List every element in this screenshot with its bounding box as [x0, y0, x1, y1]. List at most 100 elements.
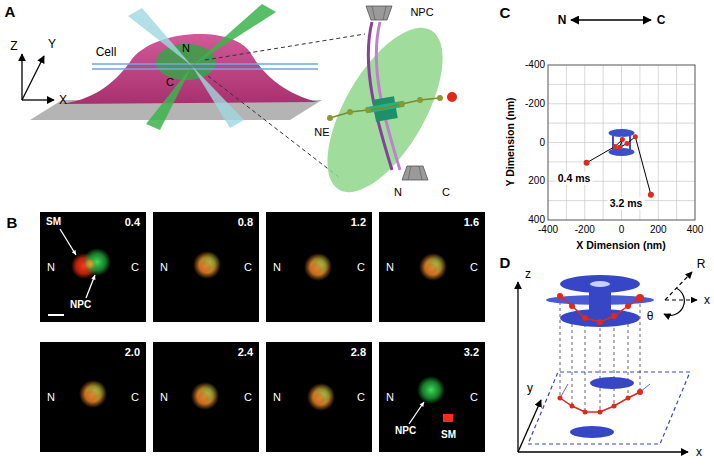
- plot-frame: [548, 65, 695, 220]
- side-label: C: [470, 392, 478, 403]
- polar-axes: [665, 272, 692, 300]
- direction-arrow: [571, 19, 651, 21]
- side-label: C: [131, 392, 139, 403]
- npc-projection: [637, 389, 643, 395]
- fluorescence-spots: [417, 376, 445, 404]
- chain-3d: [625, 303, 631, 309]
- image-tile: 2.8NC: [266, 342, 372, 452]
- part-label: N: [182, 43, 190, 54]
- image-tile: 3.2NCNPCSM: [379, 342, 485, 452]
- fluorescence-spots: [409, 402, 424, 424]
- npc-projection: [570, 426, 614, 438]
- time-label: 3.2: [464, 347, 479, 358]
- trajectory: [633, 134, 638, 139]
- cell-illustration: [208, 76, 340, 178]
- chain-3d: [560, 296, 640, 322]
- pore-label: NPC: [70, 300, 91, 310]
- cell-illustration: [192, 66, 244, 128]
- fluorescence-spots: [419, 253, 447, 281]
- npc-projection: [558, 377, 651, 438]
- side-label: N: [394, 187, 402, 198]
- time-callout: 0.4 ms: [556, 172, 593, 185]
- cell-illustration: [205, 34, 365, 60]
- side-label: N: [558, 14, 567, 26]
- image-tile: 2.4NC: [153, 342, 259, 452]
- axis-3d: [517, 282, 518, 452]
- npc-projection: [583, 410, 588, 415]
- side-label: C: [244, 392, 252, 403]
- npc-projection: [558, 389, 644, 415]
- image-tile: 1.2NC: [266, 212, 372, 322]
- fluorescence-spots: [312, 392, 326, 406]
- side-label: N: [160, 262, 168, 273]
- fluorescence-spots: [40, 342, 146, 452]
- npc-projection: [612, 404, 617, 409]
- npc-projection: [590, 377, 634, 389]
- npc-illustration: [383, 6, 386, 20]
- tick-label: 0: [539, 138, 545, 148]
- fluorescence-spots: [48, 314, 64, 316]
- fluorescence-spots: [379, 342, 485, 452]
- chain-3d: [557, 293, 644, 325]
- axis-label: y: [527, 382, 533, 394]
- panel-letter: B: [7, 215, 18, 230]
- axis-triad: [21, 54, 22, 100]
- fluorescence-spots: [191, 382, 219, 410]
- side-label: N: [273, 392, 281, 403]
- polar-axes: [664, 272, 697, 315]
- npc-illustration: [366, 6, 392, 20]
- axis-label: Y: [48, 38, 56, 50]
- npc-illustration: [447, 92, 457, 102]
- fluorescence-spots: [84, 258, 96, 270]
- plot-grid: [548, 103, 695, 104]
- polar-axes: [665, 299, 697, 300]
- plot-grid: [548, 123, 695, 124]
- fluorescence-spots: [193, 251, 221, 279]
- axis-label: R: [697, 258, 706, 270]
- part-label: C: [166, 77, 174, 88]
- time-label: 2.0: [125, 347, 140, 358]
- fluorescence-spots: [304, 253, 332, 281]
- tick-label: 200: [650, 225, 667, 235]
- projection-lines: [614, 316, 615, 406]
- fluorescence-spots: [307, 383, 335, 411]
- axis-triad: [22, 99, 54, 100]
- side-label: N: [47, 262, 55, 273]
- fluorescence-spots: [91, 275, 95, 280]
- projection-lines: [585, 318, 586, 412]
- fluorescence-spots: [60, 229, 76, 255]
- probe-label: SM: [441, 430, 456, 440]
- npc-3d: [590, 281, 610, 287]
- chain-3d: [582, 315, 588, 321]
- npc-projection: [598, 410, 603, 415]
- time-label: 0.8: [238, 217, 253, 228]
- trajectory: [648, 192, 654, 198]
- side-label: C: [470, 262, 478, 273]
- fluorescence-spots: [266, 212, 372, 322]
- time-label: 0.4: [125, 217, 140, 228]
- fluorescence-spots: [72, 250, 76, 255]
- time-label: 1.6: [464, 217, 479, 228]
- projection-lines: [600, 322, 601, 412]
- part-label: NPC: [410, 7, 433, 18]
- tick-label: -400: [525, 60, 545, 70]
- axis-label: Z: [10, 40, 17, 52]
- side-label: C: [357, 262, 365, 273]
- cell-illustration: [92, 63, 318, 65]
- tick-label: 200: [528, 176, 545, 186]
- fluorescence-spots: [79, 380, 107, 408]
- cell-illustration: [30, 4, 365, 178]
- npc-illustration: [366, 101, 404, 114]
- fluorescence-spots: [443, 414, 453, 422]
- axis-triad: [22, 56, 44, 100]
- chain-3d: [636, 294, 644, 302]
- npc-illustration: [402, 166, 428, 180]
- trajectory: [613, 144, 618, 149]
- npc-outline: [612, 133, 614, 152]
- npc-3d: [546, 275, 654, 327]
- npc-illustration: [399, 101, 405, 107]
- side-label: C: [357, 392, 365, 403]
- trajectory: [587, 137, 651, 195]
- fluorescence-spots: [84, 389, 98, 403]
- cell-illustration: [128, 8, 192, 66]
